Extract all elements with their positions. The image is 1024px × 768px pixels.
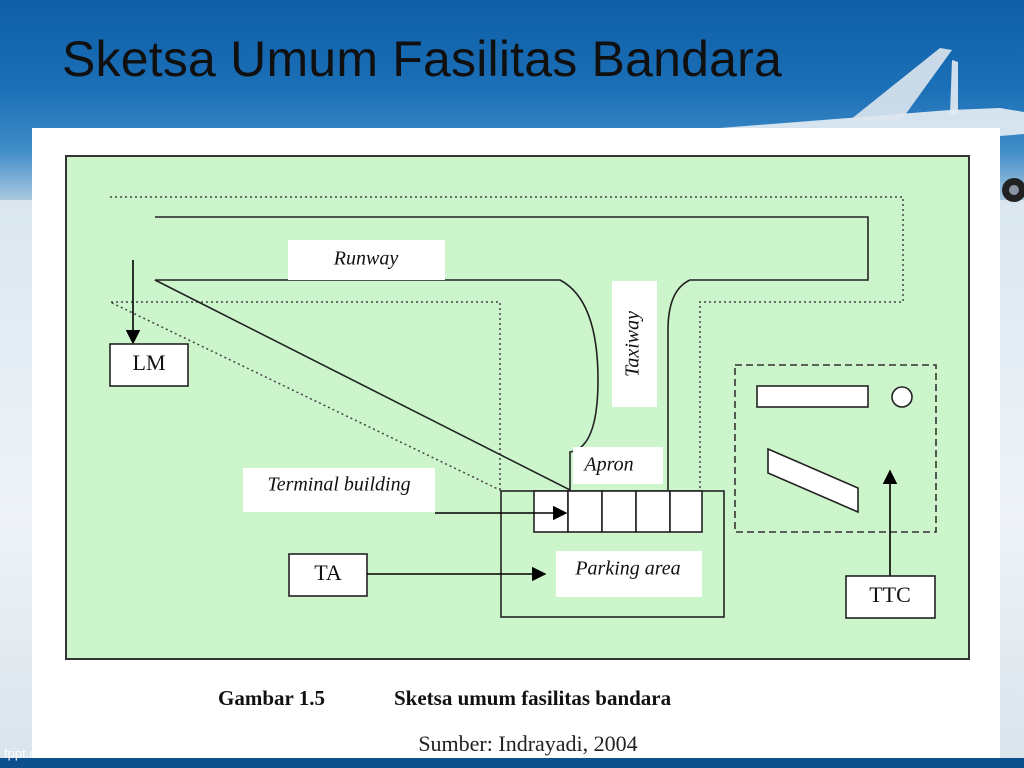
parking-area-label-box — [556, 551, 702, 597]
ttc-dashed-area — [734, 364, 937, 533]
apron-label-box — [573, 447, 663, 484]
lm-label: LM — [133, 350, 166, 375]
figure-number: Gambar 1.5 — [218, 686, 325, 710]
taxiway-label: Taxiway — [622, 311, 644, 377]
ttc-antenna-circle — [891, 386, 913, 408]
slide-title: Sketsa Umum Fasilitas Bandara — [62, 31, 782, 87]
parking-area-label: Parking area — [574, 558, 680, 580]
footer-brand: fppt.com — [4, 746, 54, 761]
terminal-gate — [601, 490, 637, 533]
ta-label: TA — [314, 560, 342, 585]
terminal-building-label: Terminal building — [267, 474, 410, 496]
runway-label-box — [288, 240, 445, 280]
runway-label: Runway — [333, 248, 399, 270]
runway-taxiway-outline — [154, 216, 869, 492]
ttc-slanted-block — [767, 447, 859, 514]
ttc-label: TTC — [869, 582, 911, 607]
terminal-gate — [533, 490, 569, 533]
terminal-gate — [567, 490, 603, 533]
figure-source: Sumber: Indrayadi, 2004 — [418, 731, 638, 756]
ttc-box — [845, 575, 936, 619]
ta-box — [288, 553, 368, 597]
terminal-gates — [533, 490, 703, 533]
apron-label: Apron — [582, 454, 633, 476]
terminal-building-label-box — [243, 468, 435, 512]
terminal-gate — [669, 490, 703, 533]
taxiway-label-box — [612, 281, 657, 407]
terminal-gate — [635, 490, 671, 533]
figure-caption: Gambar 1.5 Sketsa umum fasilitas bandara — [218, 686, 838, 711]
ttc-building-rect — [756, 385, 869, 408]
footer-bar — [0, 758, 1024, 768]
figure-caption-text: Sketsa umum fasilitas bandara — [394, 686, 672, 710]
lm-box — [109, 343, 189, 387]
